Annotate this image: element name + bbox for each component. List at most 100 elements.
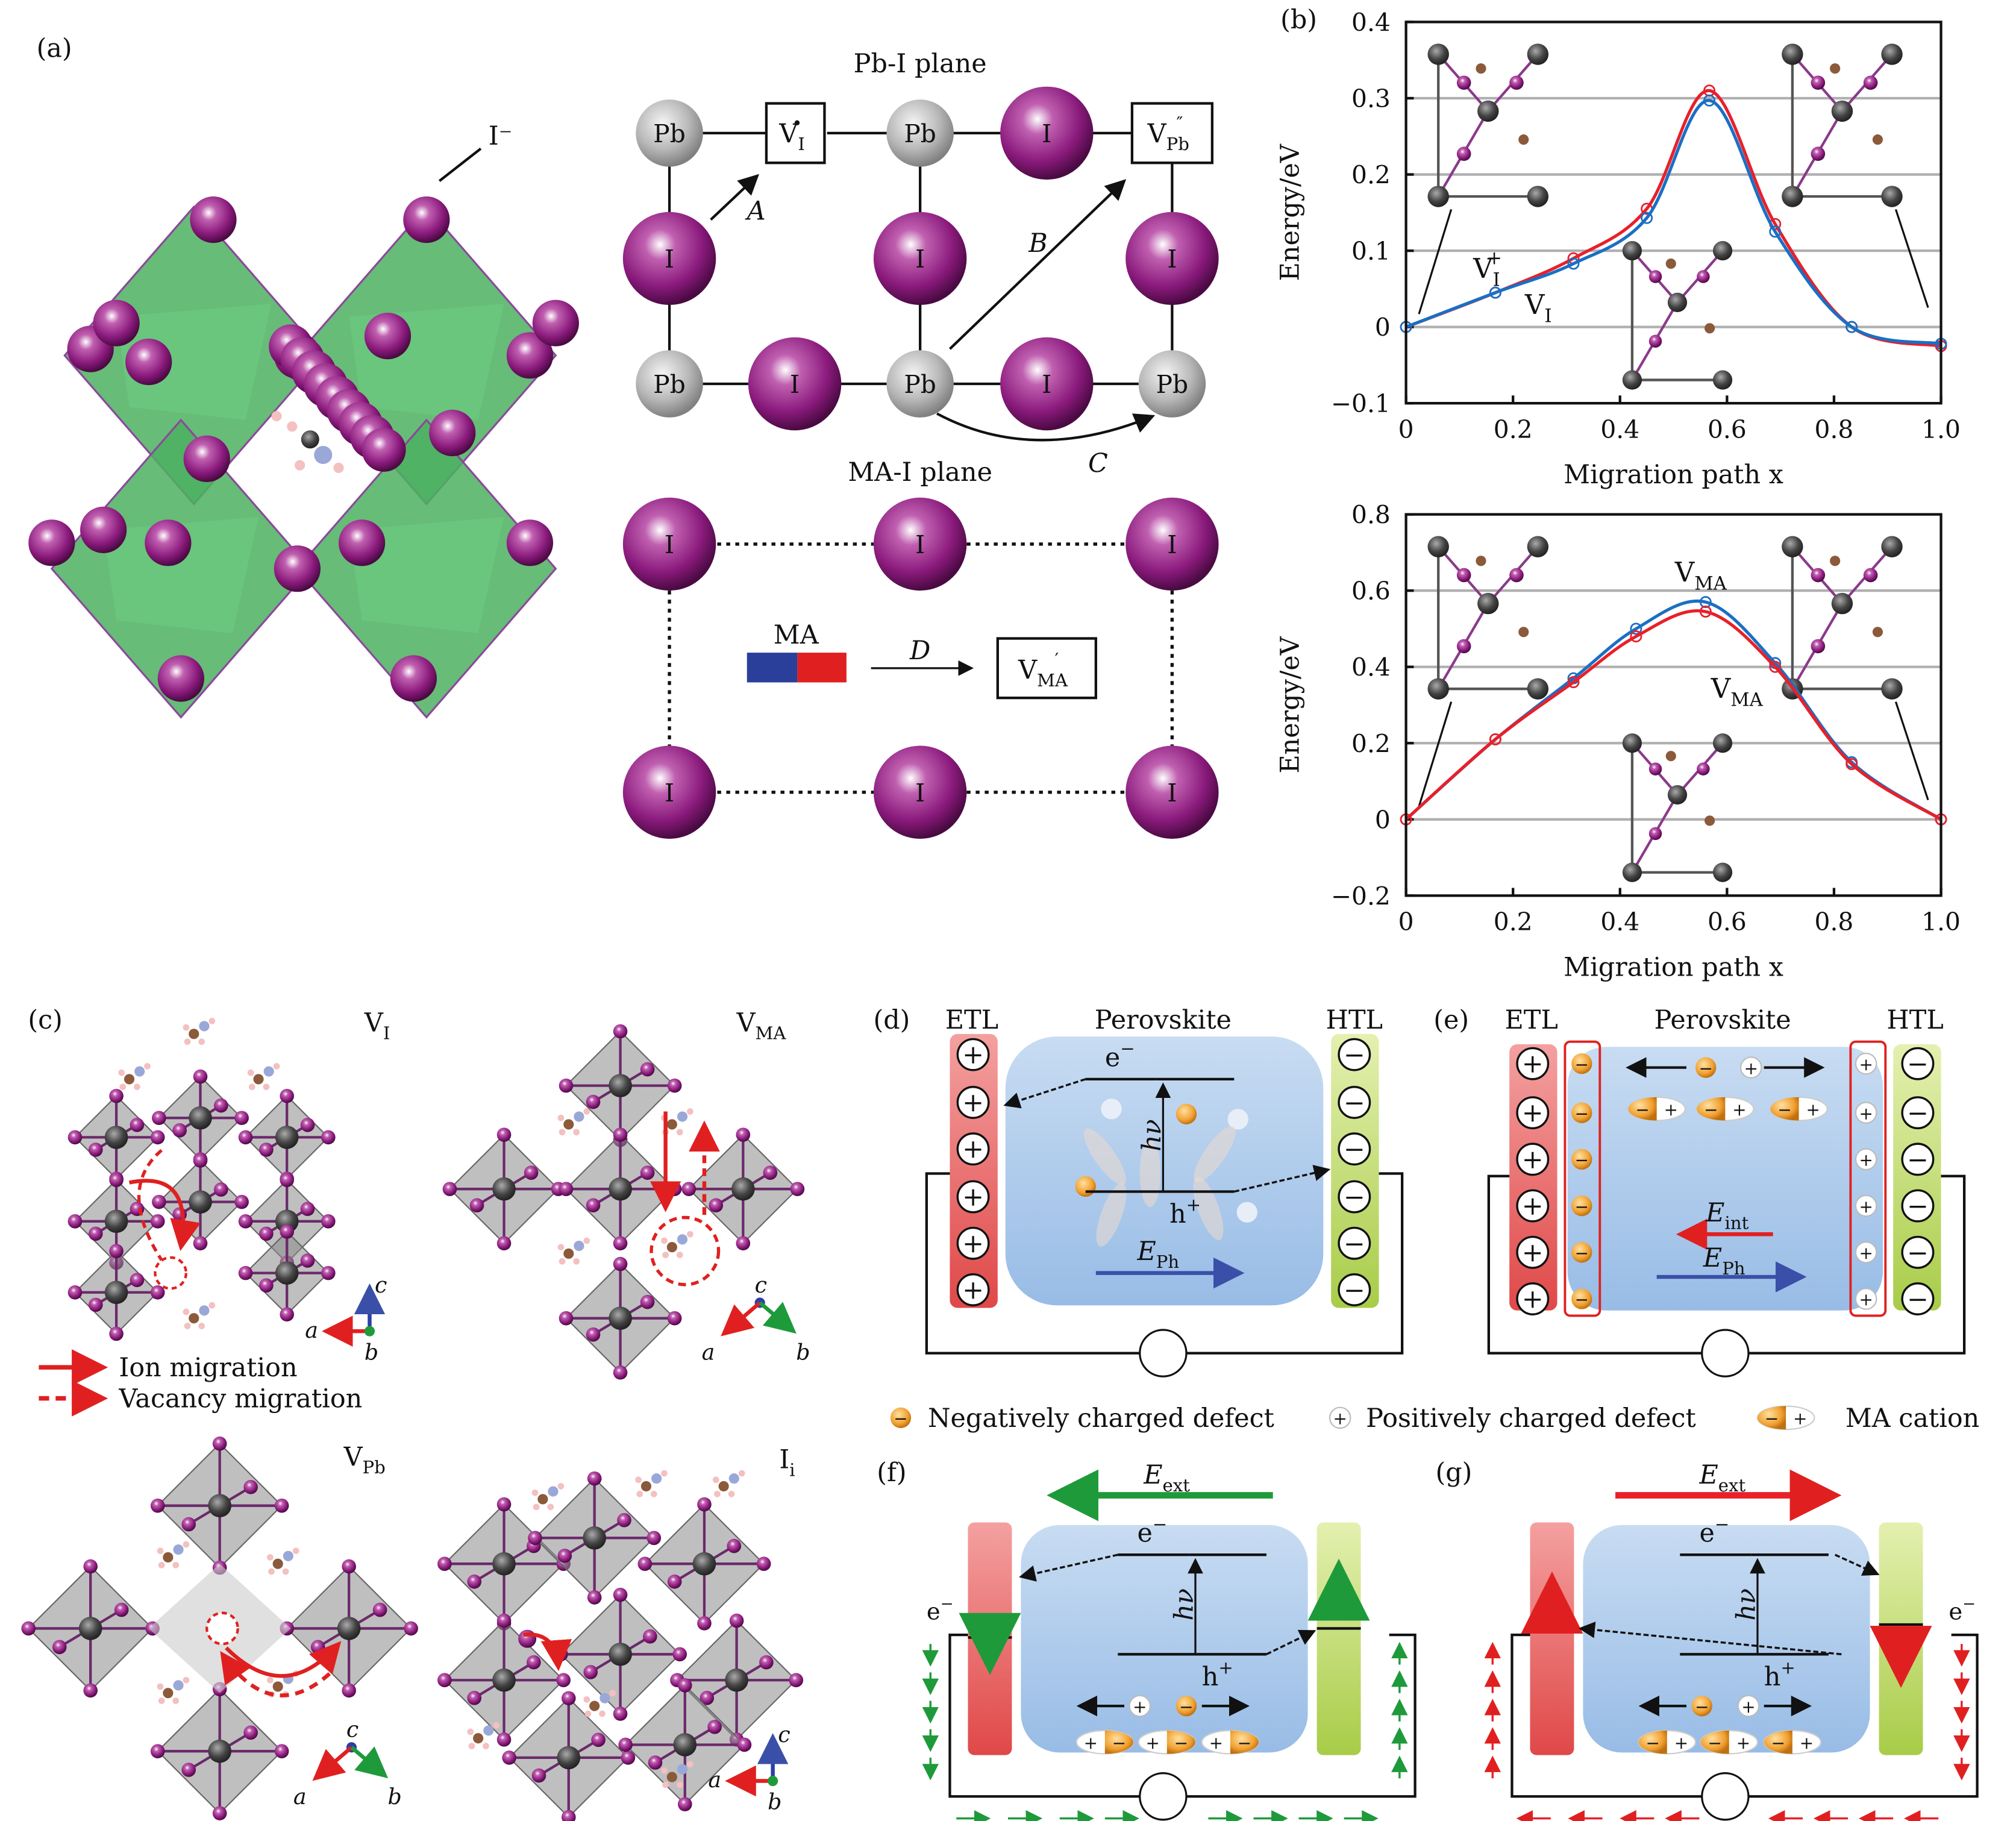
negative-defect bbox=[1571, 1149, 1592, 1170]
etl-label: ETL bbox=[1504, 1005, 1557, 1035]
iodine-atom bbox=[342, 1559, 356, 1574]
iodine-atom bbox=[1000, 337, 1094, 431]
iodine-atom bbox=[1000, 86, 1094, 180]
ma-cation-negative-end bbox=[1697, 1097, 1726, 1121]
inset-iodine-atom bbox=[1648, 334, 1662, 348]
ma-hydrogen bbox=[661, 1767, 668, 1774]
iodine-atom bbox=[83, 1683, 98, 1698]
inset-pointer bbox=[1894, 208, 1929, 308]
iodine-atom bbox=[88, 1226, 103, 1241]
iodine-atom bbox=[190, 196, 237, 243]
inset-lead-atom bbox=[1427, 43, 1449, 65]
iodine-atom bbox=[125, 338, 172, 386]
negative-defect bbox=[1571, 1102, 1592, 1123]
path-b-arrow bbox=[948, 179, 1127, 350]
iodine-atom bbox=[243, 1479, 258, 1494]
ma-cation-negative-end bbox=[1757, 1406, 1786, 1430]
label-superscript: + bbox=[1486, 248, 1502, 269]
label-main: V bbox=[778, 119, 798, 149]
iodine-atom bbox=[591, 1732, 606, 1747]
iodine-atom bbox=[214, 1182, 228, 1197]
iodine-atom bbox=[613, 1256, 628, 1271]
b-axis-label: b bbox=[365, 1339, 378, 1365]
inset-ma-molecule bbox=[1476, 63, 1486, 74]
ma-carbon bbox=[563, 1248, 574, 1259]
data-point bbox=[1567, 676, 1580, 688]
plus-sign: + bbox=[1146, 1733, 1160, 1753]
y-tick-label: 0.2 bbox=[1351, 729, 1391, 758]
iodine-atom bbox=[280, 1224, 295, 1239]
ma-hydrogen bbox=[118, 1069, 125, 1076]
inset-lead-atom bbox=[1622, 733, 1642, 753]
ma-hydrogen bbox=[198, 1323, 205, 1329]
plus-sign: + bbox=[1859, 1103, 1873, 1123]
iodine-atom bbox=[150, 1130, 165, 1145]
inset-lead-atom bbox=[1527, 43, 1549, 65]
inset-ma-molecule bbox=[1830, 63, 1841, 74]
ma-cation-negative-end bbox=[1104, 1730, 1134, 1754]
panel-label-e: (e) bbox=[1433, 1005, 1469, 1035]
lead-vacancy-box bbox=[1130, 102, 1214, 165]
perovskite-layer bbox=[1005, 1036, 1324, 1306]
plot-frame bbox=[1404, 20, 1942, 405]
legend-positive-label: Positively charged defect bbox=[1366, 1403, 1696, 1434]
label-main: e bbox=[1105, 1042, 1120, 1073]
iodine-atom bbox=[310, 1640, 325, 1655]
lead-atom bbox=[609, 1074, 632, 1097]
iodine-atom bbox=[280, 1173, 295, 1187]
label-main: E bbox=[1143, 1460, 1162, 1490]
minus-sign: − bbox=[1907, 1191, 1929, 1221]
iodine-atom bbox=[67, 1130, 83, 1145]
x-tick-label: 0.2 bbox=[1494, 907, 1533, 936]
minus-sign: − bbox=[1344, 1276, 1365, 1306]
a-axis-label: a bbox=[293, 1784, 307, 1810]
ma-hydrogen bbox=[158, 1561, 165, 1569]
ma-hydrogen bbox=[158, 1697, 165, 1704]
ma-cation-negative-end bbox=[1764, 1730, 1792, 1754]
ma-nitrogen bbox=[574, 1240, 584, 1252]
y-tick-label: −0.1 bbox=[1331, 389, 1391, 418]
minus-sign: − bbox=[1765, 1409, 1779, 1429]
ma-hydrogen bbox=[738, 1470, 745, 1477]
panel-label-g: (g) bbox=[1435, 1458, 1472, 1488]
ma-nitrogen bbox=[574, 1111, 584, 1122]
label-main: h bbox=[1169, 1199, 1186, 1229]
pb-i-plane-title: Pb-I plane bbox=[854, 49, 987, 79]
path-b-label: B bbox=[1028, 228, 1048, 259]
iodine-atom bbox=[759, 1655, 774, 1670]
series-label-vma-blue: VMA bbox=[1674, 556, 1727, 595]
label-superscript: − bbox=[941, 1595, 954, 1613]
octahedron-face bbox=[103, 516, 259, 633]
hole-label: h+ bbox=[1169, 1195, 1201, 1229]
iodine-atom bbox=[437, 1556, 452, 1571]
inset-ma-molecule bbox=[1476, 556, 1486, 566]
ma-carbon bbox=[163, 1552, 174, 1563]
ma-label: MA bbox=[774, 620, 819, 650]
iodine-atom bbox=[404, 1621, 418, 1636]
iodine-atom bbox=[442, 1182, 457, 1196]
inset-lead-atom bbox=[1831, 100, 1853, 122]
minus-sign: − bbox=[1174, 1733, 1188, 1753]
minus-sign: − bbox=[1699, 1058, 1713, 1078]
photon-label: hν bbox=[1137, 1119, 1167, 1152]
iodine-atom bbox=[532, 299, 579, 346]
ma-hydrogen bbox=[266, 1554, 274, 1561]
positive-charge bbox=[956, 1132, 990, 1166]
plus-sign: + bbox=[1522, 1145, 1544, 1175]
iodine-atom bbox=[150, 1285, 165, 1300]
inset-pointer bbox=[1894, 701, 1929, 801]
lead-atom bbox=[208, 1739, 231, 1763]
ma-hydrogen bbox=[635, 1476, 642, 1484]
iodine-atom bbox=[700, 1691, 715, 1705]
iodine-atom bbox=[640, 1294, 655, 1309]
inset-lead-atom bbox=[1881, 186, 1903, 207]
ma-hydrogen bbox=[573, 1129, 580, 1136]
lead-atom bbox=[636, 350, 703, 418]
inset-lead-atom bbox=[1622, 370, 1642, 390]
hydrogen-atom bbox=[333, 462, 344, 473]
iodine-atom bbox=[557, 1549, 572, 1563]
lead-label: Pb bbox=[904, 370, 936, 399]
plus-sign: + bbox=[1859, 1290, 1873, 1309]
ma-hydrogen bbox=[661, 1237, 668, 1244]
series-line-1 bbox=[1404, 609, 1942, 821]
